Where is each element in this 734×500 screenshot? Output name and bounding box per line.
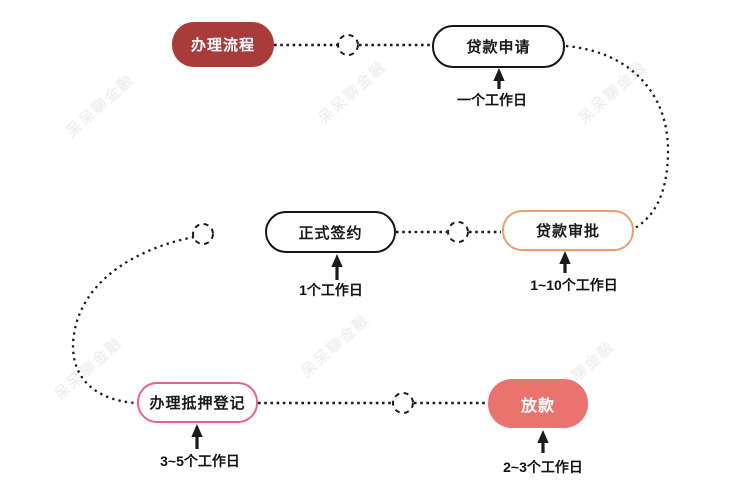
node-signing-label: 正式签约 [298, 224, 363, 242]
duration-disbursement: 2~3个工作日 [503, 459, 583, 475]
node-mortgage: 办理抵押登记 [137, 382, 258, 423]
duration-approval: 1~10个工作日 [530, 277, 618, 293]
node-disbursement: 放款 [488, 379, 588, 428]
node-application-label: 贷款申请 [466, 39, 531, 56]
node-signing: 正式签约 [265, 211, 396, 253]
node-approval-label: 贷款审批 [535, 223, 600, 240]
duration-application: 一个工作日 [457, 92, 527, 108]
duration-arrow-mortgage [191, 424, 203, 449]
duration-arrow-approval [559, 251, 571, 273]
node-application: 贷款申请 [432, 25, 565, 68]
duration-signing: 1个工作日 [299, 282, 363, 298]
connector-circle [447, 221, 469, 243]
node-approval: 贷款审批 [502, 210, 634, 251]
node-mortgage-label: 办理抵押登记 [149, 395, 246, 412]
curve-application-to-approval [565, 44, 670, 229]
duration-arrow-application [493, 68, 505, 89]
node-process: 办理流程 [172, 22, 274, 67]
node-disbursement-label: 放款 [520, 397, 555, 415]
node-process-label: 办理流程 [190, 37, 255, 54]
connector-circle [337, 34, 359, 56]
connector-circle [392, 392, 414, 414]
connector-circle [192, 223, 214, 245]
duration-mortgage: 3~5个工作日 [160, 453, 240, 469]
curve-signing-to-mortgage [71, 235, 195, 405]
duration-arrow-signing [331, 254, 343, 280]
duration-arrow-disbursement [537, 430, 549, 453]
